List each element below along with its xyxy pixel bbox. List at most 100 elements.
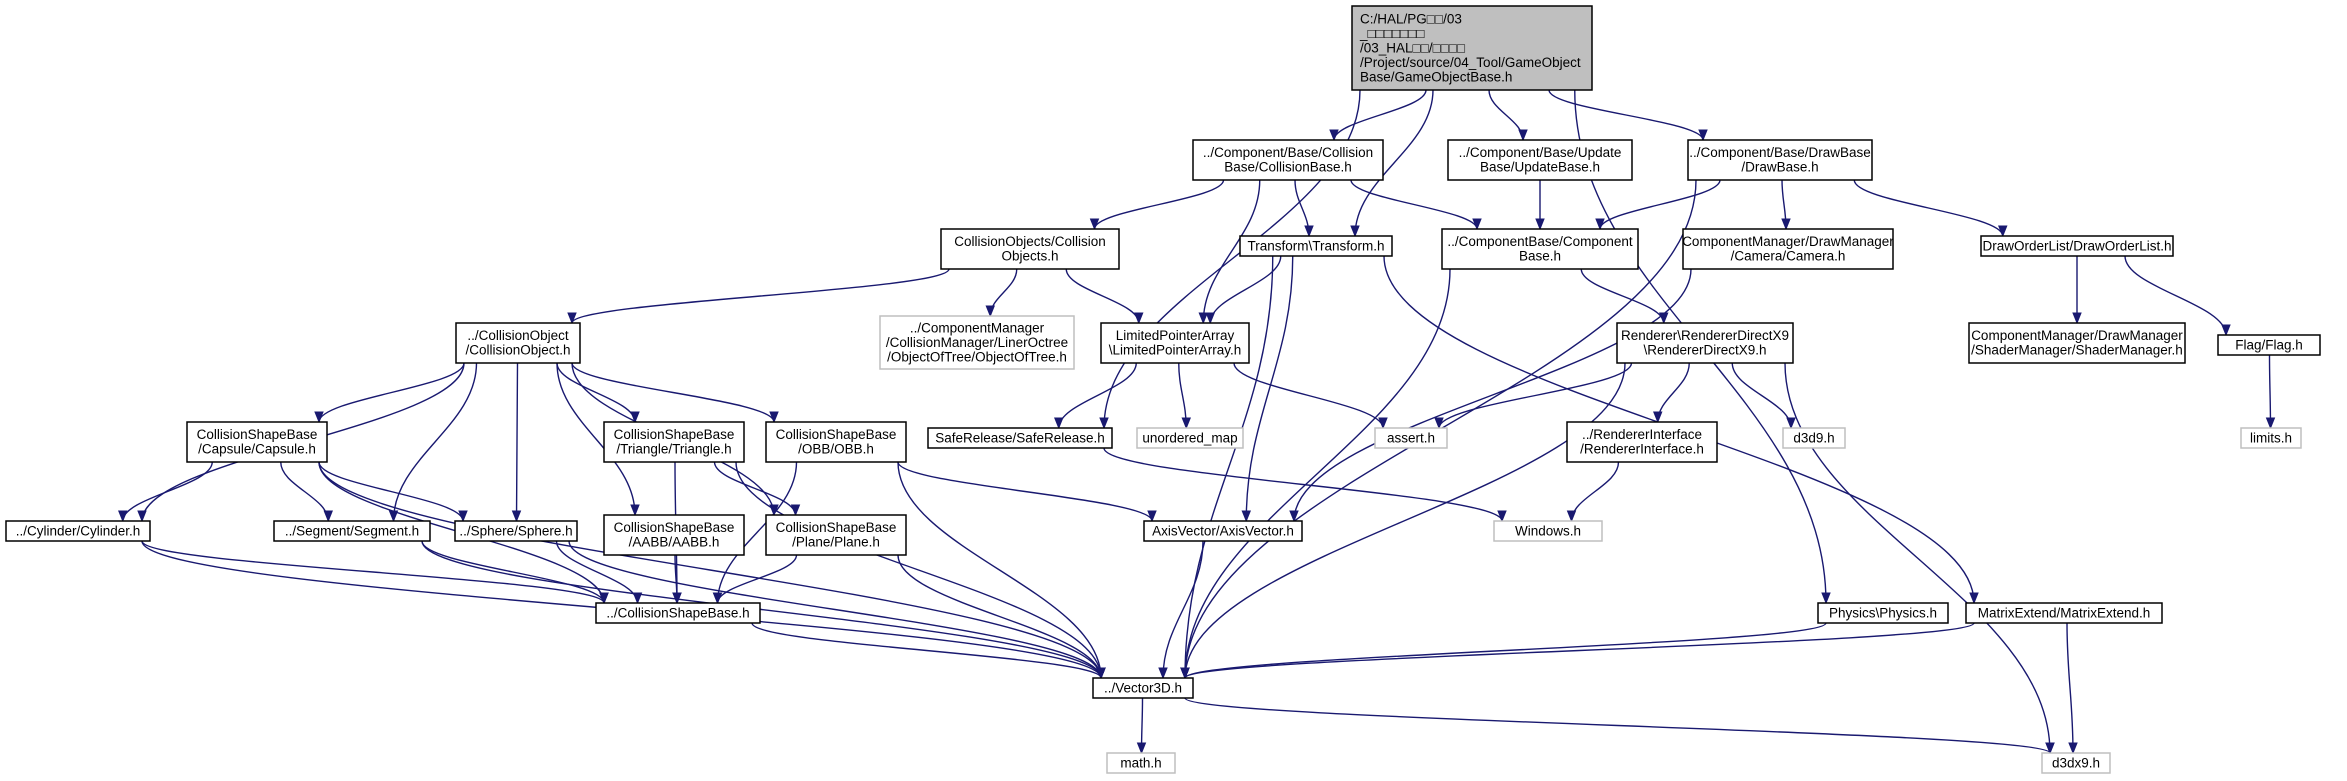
node-label-line: /CollisionObject.h: [465, 343, 570, 358]
node-label-line: SafeRelease/SafeRelease.h: [935, 430, 1105, 445]
node-label-line: ../RendererInterface: [1582, 427, 1702, 442]
node-box: [1351, 5, 1593, 91]
edge-collisionobject-to-sphere: [511, 362, 522, 523]
node-label-line: CollisionShapeBase: [614, 427, 735, 442]
edge-drawbase-to-draworderlist: [1853, 179, 2008, 238]
node-limitedpointer[interactable]: LimitedPointerArray\LimitedPointerArray.…: [1100, 322, 1250, 364]
node-plane[interactable]: CollisionShapeBase/Plane/Plane.h: [765, 514, 907, 556]
node-vector3d[interactable]: ../Vector3D.h: [1092, 677, 1194, 699]
edge-root-to-transform: [1350, 89, 1434, 238]
node-transform[interactable]: Transform\Transform.h: [1239, 235, 1393, 257]
node-label-line: /RendererInterface.h: [1580, 442, 1704, 457]
node-collisionobject[interactable]: ../CollisionObject/CollisionObject.h: [455, 322, 581, 364]
node-root[interactable]: C:/HAL/PG□□/03_□□□□□□□/03_HAL□□/□□□□/Pro…: [1351, 5, 1593, 91]
edge-vector3d-to-d3dx9: [1184, 697, 2055, 755]
node-label-line: Base/CollisionBase.h: [1224, 160, 1352, 175]
node-label-line: ../Cylinder/Cylinder.h: [16, 523, 141, 538]
node-unordered_map[interactable]: unordered_map: [1136, 427, 1244, 449]
node-label-line: Renderer\RendererDirectX9: [1621, 328, 1789, 343]
edge-transform-to-limitedpointer: [1205, 255, 1282, 325]
node-draworderlist[interactable]: DrawOrderList/DrawOrderList.h: [1980, 235, 2174, 257]
node-box: [1493, 520, 1603, 542]
edge-root-to-collisionbase: [1329, 89, 1427, 142]
node-rendererinterface[interactable]: ../RendererInterface/RendererInterface.h: [1566, 421, 1718, 463]
node-label-line: CollisionShapeBase: [776, 520, 897, 535]
node-label-line: CollisionObjects/Collision: [954, 234, 1106, 249]
node-limits[interactable]: limits.h: [2240, 427, 2302, 449]
node-label-line: ComponentManager/DrawManager: [1971, 328, 2183, 343]
node-objectoftree[interactable]: ../ComponentManager/CollisionManager/Lin…: [879, 315, 1075, 370]
node-rendererdirectx9[interactable]: Renderer\RendererDirectX9\RendererDirect…: [1616, 322, 1794, 364]
node-math[interactable]: math.h: [1106, 752, 1176, 774]
node-label-line: ../Component/Base/DrawBase: [1689, 145, 1871, 160]
node-box: [927, 427, 1113, 449]
edge-capsule-to-sphere: [318, 461, 468, 523]
edge-obb-to-vector3d: [897, 461, 1106, 680]
node-triangle[interactable]: CollisionShapeBase/Triangle/Triangle.h: [603, 421, 745, 463]
node-box: [1817, 602, 1949, 624]
node-componentbase[interactable]: ../ComponentBase/ComponentBase.h: [1441, 228, 1639, 270]
node-d3dx9[interactable]: d3dx9.h: [2041, 752, 2111, 774]
node-d3d9[interactable]: d3d9.h: [1782, 427, 1846, 449]
edge-sphere-to-collisionshapebase: [555, 540, 643, 605]
node-box: [454, 520, 578, 542]
node-flag[interactable]: Flag/Flag.h: [2217, 334, 2321, 356]
node-cylinder[interactable]: ../Cylinder/Cylinder.h: [5, 520, 151, 542]
edge-limitedpointer-to-unordered_map: [1178, 362, 1191, 430]
node-obb[interactable]: CollisionShapeBase/OBB/OBB.h: [765, 421, 907, 463]
node-label-line: \LimitedPointerArray.h: [1109, 343, 1242, 358]
node-matrixextend[interactable]: MatrixExtend/MatrixExtend.h: [1965, 602, 2163, 624]
node-windows[interactable]: Windows.h: [1493, 520, 1603, 542]
edge-plane-to-collisionshapebase: [712, 554, 798, 605]
edge-limitedpointer-to-saferelease: [1054, 362, 1137, 430]
edge-physics-to-vector3d: [1180, 622, 1827, 680]
node-label-line: /Camera/Camera.h: [1731, 249, 1846, 264]
node-box: [1682, 228, 1894, 270]
node-box: [2217, 334, 2321, 356]
edge-flag-to-limits: [2265, 354, 2276, 430]
node-label-line: ../Sphere/Sphere.h: [459, 523, 572, 538]
edge-saferelease-to-windows: [1103, 447, 1507, 523]
node-capsule[interactable]: CollisionShapeBase/Capsule/Capsule.h: [186, 421, 328, 463]
node-box: [1782, 427, 1846, 449]
node-shadermanager[interactable]: ComponentManager/DrawManager/ShaderManag…: [1968, 322, 2186, 364]
edge-layer: [118, 89, 2276, 755]
node-box: [455, 322, 581, 364]
edge-collisionobject-to-triangle: [556, 362, 640, 424]
node-camera[interactable]: ComponentManager/DrawManager/Camera/Came…: [1682, 228, 1894, 270]
node-box: [1106, 752, 1176, 774]
edge-collisionshapebase-to-vector3d: [751, 622, 1106, 680]
node-assert[interactable]: assert.h: [1374, 427, 1448, 449]
node-box: [1143, 520, 1303, 542]
node-box: [595, 602, 761, 624]
edge-axisvector-to-vector3d: [1158, 540, 1204, 680]
node-segment[interactable]: ../Segment/Segment.h: [273, 520, 431, 542]
edge-collisionbase-to-collisionobjects: [1089, 179, 1225, 231]
node-sphere[interactable]: ../Sphere/Sphere.h: [454, 520, 578, 542]
node-saferelease[interactable]: SafeRelease/SafeRelease.h: [927, 427, 1113, 449]
edge-root-to-drawbase: [1548, 89, 1708, 142]
node-axisvector[interactable]: AxisVector/AxisVector.h: [1143, 520, 1303, 542]
edge-draworderlist-to-flag: [2124, 255, 2231, 337]
edge-rendererdirectx9-to-rendererinterface: [1653, 362, 1690, 424]
edge-segment-to-collisionshapebase: [421, 540, 609, 605]
node-box: [603, 421, 745, 463]
node-box: [1447, 139, 1633, 181]
node-collisionbase[interactable]: ../Component/Base/CollisionBase/Collisio…: [1192, 139, 1384, 181]
node-box: [940, 228, 1120, 270]
node-collisionshapebase[interactable]: ../CollisionShapeBase.h: [595, 602, 761, 624]
edge-camera-to-axisvector: [1289, 268, 1692, 523]
edge-collisionobjects-to-objectoftree: [985, 268, 1018, 318]
node-physics[interactable]: Physics\Physics.h: [1817, 602, 1949, 624]
node-updatebase[interactable]: ../Component/Base/UpdateBase/UpdateBase.…: [1447, 139, 1633, 181]
node-label-line: MatrixExtend/MatrixExtend.h: [1978, 605, 2151, 620]
node-box: [1968, 322, 2186, 364]
node-collisionobjects[interactable]: CollisionObjects/CollisionObjects.h: [940, 228, 1120, 270]
node-box: [1441, 228, 1639, 270]
node-label-line: d3d9.h: [1793, 430, 1834, 445]
node-drawbase[interactable]: ../Component/Base/DrawBase/DrawBase.h: [1687, 139, 1873, 181]
node-aabb[interactable]: CollisionShapeBase/AABB/AABB.h: [603, 514, 745, 556]
edge-vector3d-to-math: [1136, 697, 1147, 755]
node-label-line: ../ComponentBase/Component: [1447, 234, 1633, 249]
edge-collisionobjects-to-limitedpointer: [1065, 268, 1144, 325]
